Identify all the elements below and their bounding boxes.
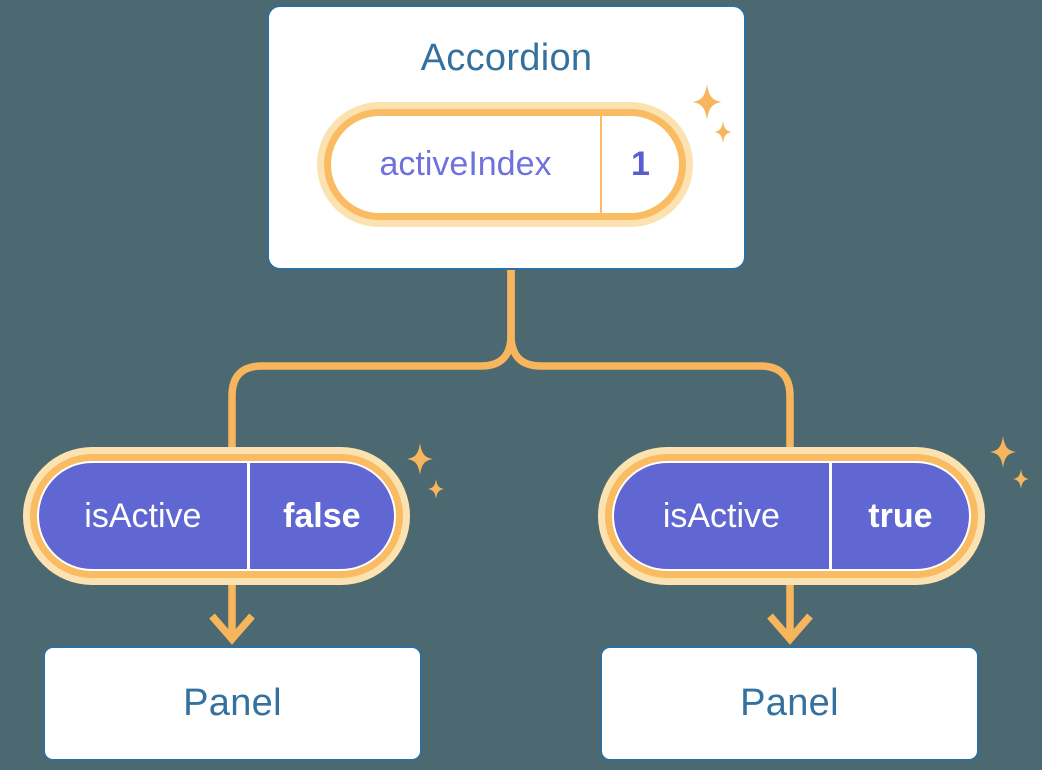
isactive-value: false: [283, 496, 361, 535]
panel-card-right: Panel: [600, 646, 979, 761]
connector-right-branch: [507, 268, 794, 639]
state-pill-value: 1: [631, 145, 650, 183]
arrow-down-left-icon: [209, 613, 255, 645]
sparkle-icon: [428, 479, 444, 499]
isactive-pill-right: isActive true: [605, 454, 978, 578]
accordion-title: Accordion: [420, 37, 593, 79]
panel-label: Panel: [740, 682, 839, 724]
sparkle-icon: [692, 84, 722, 120]
pill-divider: [246, 463, 250, 569]
isactive-label: isActive: [84, 496, 202, 535]
arrow-down-right-icon: [767, 613, 813, 645]
pill-divider: [828, 463, 832, 569]
sparkle-icon: [1013, 469, 1029, 489]
panel-card-left: Panel: [43, 646, 422, 761]
pill-divider: [600, 116, 602, 213]
state-pill-label: activeIndex: [379, 145, 552, 183]
isactive-pill-left-body: isActive false: [39, 463, 394, 569]
isactive-pill-left: isActive false: [30, 454, 403, 578]
isactive-value: true: [868, 496, 933, 535]
panel-label: Panel: [183, 682, 282, 724]
isactive-label: isActive: [662, 496, 780, 535]
isactive-pill-right-body: isActive true: [614, 463, 969, 569]
sparkle-icon: [990, 436, 1016, 468]
activeindex-state-pill: activeIndex 1: [324, 109, 686, 220]
sparkle-icon: [714, 121, 732, 143]
sparkle-icon: [407, 443, 433, 475]
accordion-card: Accordion activeIndex 1: [267, 5, 746, 270]
